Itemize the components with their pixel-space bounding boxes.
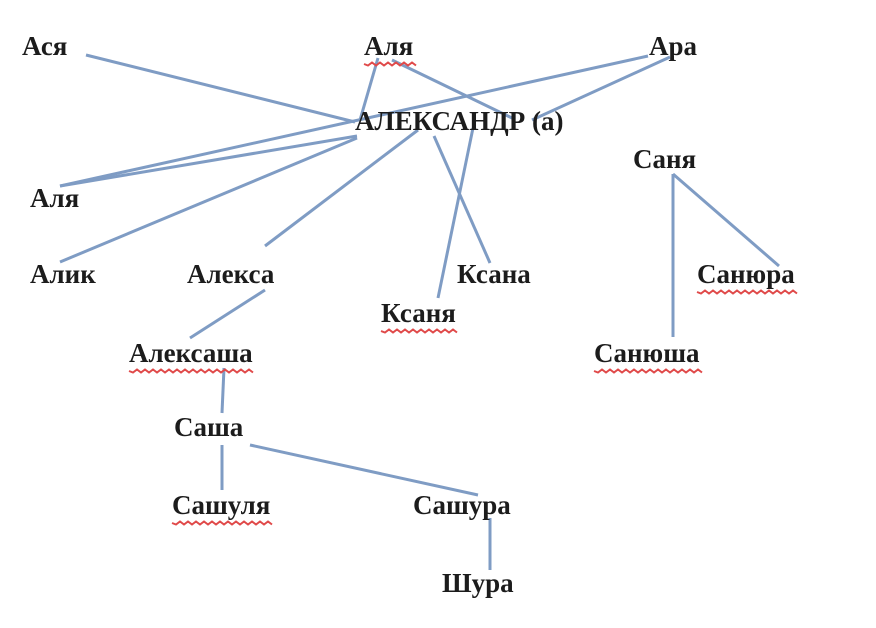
node-sanyusha: Санюша xyxy=(594,338,700,368)
edges-layer xyxy=(59,53,780,570)
node-shura: Шура xyxy=(442,568,514,598)
node-alik: Алик xyxy=(30,259,96,289)
node-sasha: Саша xyxy=(174,412,244,442)
spellcheck-underline-sashulya xyxy=(171,520,273,526)
edge-sanya-to-sanyura xyxy=(672,172,780,268)
node-ksana: Ксана xyxy=(457,259,531,289)
node-sashulya: Сашуля xyxy=(172,490,270,520)
edge-aleksa-to-aleksasha xyxy=(189,288,266,340)
node-asya: Ася xyxy=(22,31,67,61)
edge-ara-to-alya_left xyxy=(59,54,649,188)
node-ara: Ара xyxy=(649,31,698,61)
edge-alexandr-to-ksanya xyxy=(436,127,475,299)
node-alya_left: Аля xyxy=(30,183,79,213)
edge-alya_top-to-alexandr xyxy=(358,57,380,121)
node-sanya: Саня xyxy=(633,144,696,174)
edge-alya_top-to-ara xyxy=(391,58,513,120)
edge-sasha-to-sashura xyxy=(249,443,479,497)
node-alya_top: Аля xyxy=(364,31,413,61)
node-sashura: Сашура xyxy=(413,490,511,520)
edge-alexandr-to-aleksa xyxy=(264,128,419,248)
edge-asya-to-alexandr xyxy=(85,53,356,124)
spellcheck-underlines-layer xyxy=(128,61,798,526)
node-alexandr: АЛЕКСАНДР (а) xyxy=(355,106,564,136)
edge-alexandr-to-ksana xyxy=(432,135,492,264)
spellcheck-underline-sanyura xyxy=(696,289,798,295)
edge-alexandr-to-alya_left xyxy=(59,134,358,188)
edge-aleksasha-to-sasha xyxy=(220,367,226,414)
node-aleksasha: Алексаша xyxy=(129,338,253,368)
spellcheck-underline-ksanya xyxy=(380,328,458,334)
node-aleksa: Алекса xyxy=(187,259,275,289)
node-sanyura: Санюра xyxy=(697,259,795,289)
spellcheck-underline-sanyusha xyxy=(593,368,703,374)
spellcheck-underline-alya_top xyxy=(363,61,417,67)
edge-alexandr-to-alik xyxy=(59,136,358,264)
node-ksanya: Ксаня xyxy=(381,298,456,328)
spellcheck-underline-aleksasha xyxy=(128,368,254,374)
edge-ara-to-alexandr xyxy=(531,55,671,122)
